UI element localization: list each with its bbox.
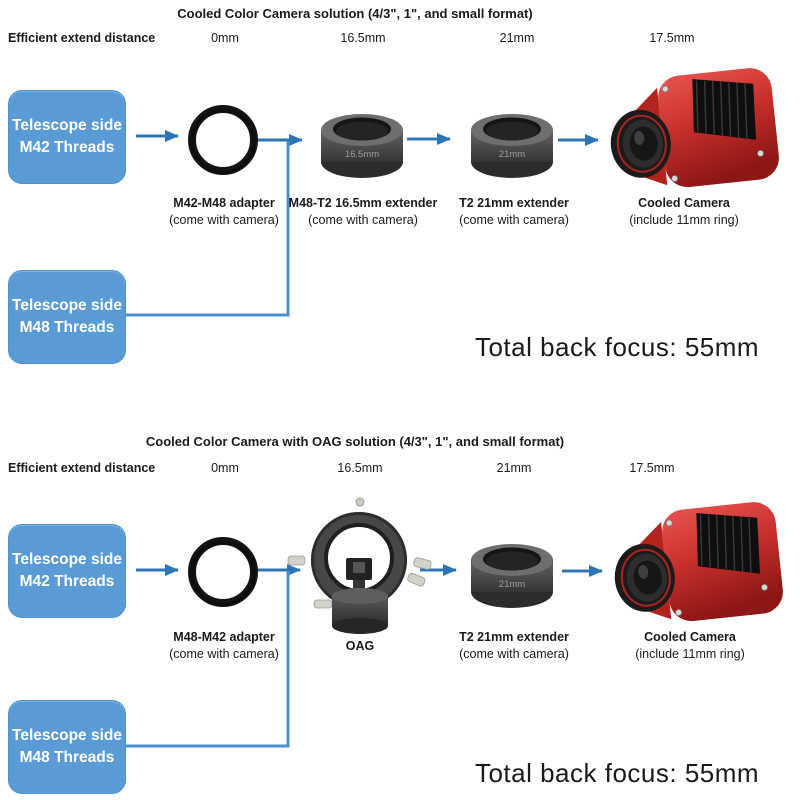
bottom-box-m48-threads: Telescope side M48 Threads — [8, 700, 126, 794]
bottom-distance-21mm: 21mm — [496, 461, 532, 475]
bottom-label-adapter: M48-M42 adapter (come with camera) — [169, 630, 279, 661]
top-extender1-engraving: 16.5mm — [345, 149, 379, 160]
bottom-distance-16.5mm: 16.5mm — [337, 461, 383, 475]
bottom-t2-21mm-extender: 21mm — [471, 544, 553, 608]
top-distance-16.5mm: 16.5mm — [340, 31, 386, 45]
top-row-label: Efficient extend distance — [8, 31, 156, 45]
top-label-extender2: T2 21mm extender (come with camera) — [459, 196, 569, 227]
bottom-oag — [287, 497, 432, 634]
top-m42-m48-adapter-ring — [188, 105, 258, 175]
bottom-total-back-focus: Total back focus: 55mm — [474, 758, 760, 788]
top-cooled-camera — [610, 68, 779, 188]
bottom-m48-m42-adapter-ring — [188, 537, 258, 607]
bottom-distance-17.5mm: 17.5mm — [629, 461, 675, 475]
top-box-m42-threads: Telescope side M42 Threads — [8, 90, 126, 184]
bottom-label-camera: Cooled Camera (include 11mm ring) — [635, 630, 745, 661]
top-extender2-engraving: 21mm — [499, 149, 525, 160]
top-label-camera: Cooled Camera (include 11mm ring) — [629, 196, 739, 227]
top-label-extender1: M48-T2 16.5mm extender (come with camera… — [288, 196, 438, 227]
bottom-diagram-title: Cooled Color Camera with OAG solution (4… — [145, 434, 565, 449]
bottom-label-extender: T2 21mm extender (come with camera) — [459, 630, 569, 661]
top-distance-17.5mm: 17.5mm — [649, 31, 695, 45]
bottom-box-m42-threads: Telescope side M42 Threads — [8, 524, 126, 618]
bottom-extender-engraving: 21mm — [499, 579, 525, 590]
top-label-adapter: M42-M48 adapter (come with camera) — [169, 196, 279, 227]
top-total-back-focus: Total back focus: 55mm — [474, 332, 760, 362]
top-distance-0mm: 0mm — [211, 31, 239, 45]
top-diagram-title: Cooled Color Camera solution (4/3", 1", … — [177, 6, 533, 21]
top-m48-t2-extender: 16.5mm — [321, 114, 403, 178]
bottom-row-label: Efficient extend distance — [8, 461, 156, 475]
top-distance-21mm: 21mm — [499, 31, 535, 45]
bottom-label-oag: OAG — [345, 639, 375, 653]
bottom-cooled-camera — [614, 502, 783, 622]
top-box-m48-threads: Telescope side M48 Threads — [8, 270, 126, 364]
top-t2-21mm-extender: 21mm — [471, 114, 553, 178]
bottom-distance-0mm: 0mm — [211, 461, 239, 475]
